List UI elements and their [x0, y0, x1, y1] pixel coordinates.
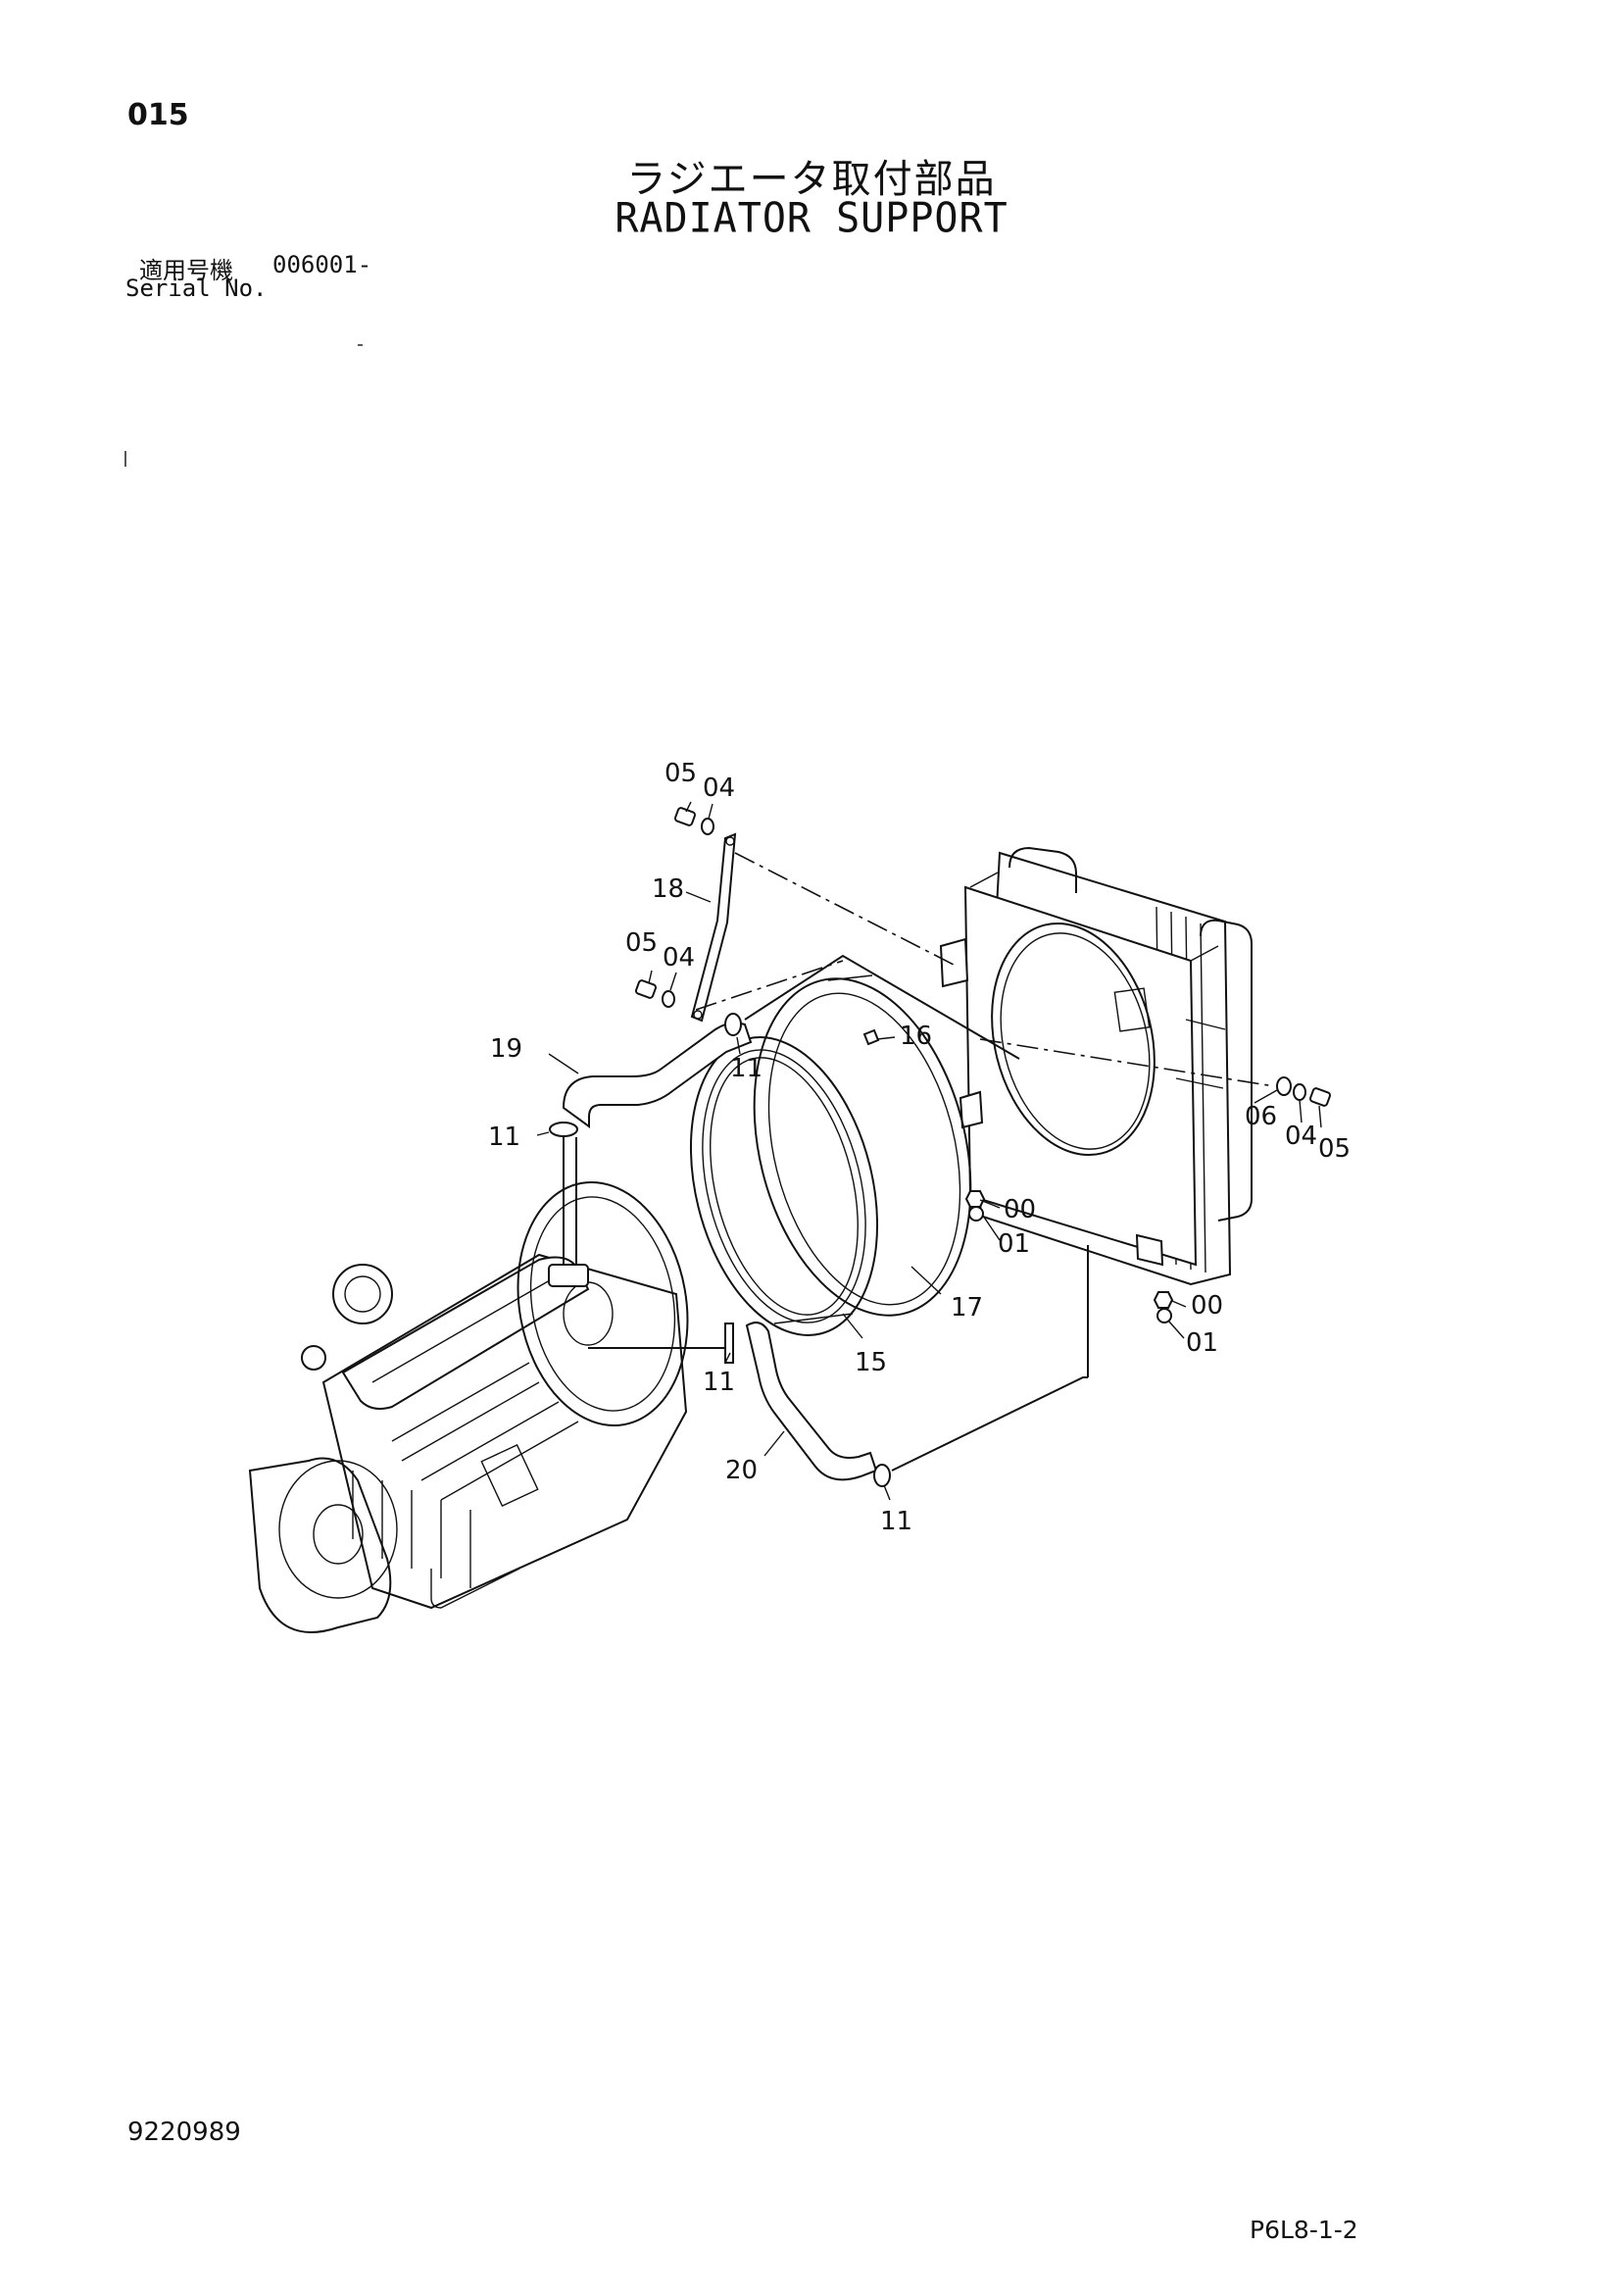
callout-17: 17	[951, 1293, 983, 1323]
callout-11: 11	[703, 1368, 735, 1397]
radiator-assembly	[939, 846, 1253, 1286]
page-number: 015	[127, 98, 189, 132]
callout-11: 11	[488, 1123, 520, 1152]
callout-05: 05	[664, 759, 697, 788]
callout-19: 19	[490, 1034, 522, 1064]
engine-assembly	[248, 1137, 689, 1633]
callout-11: 11	[880, 1507, 912, 1536]
serial-number-range: 006001-	[272, 251, 372, 278]
callout-05: 05	[1318, 1134, 1351, 1164]
serial-label-english: Serial No.	[125, 275, 268, 302]
page-title-english: RADIATOR SUPPORT	[615, 194, 1008, 243]
alignment-lines	[536, 801, 1322, 1501]
callout-05: 05	[625, 928, 658, 958]
upper-radiator-hose	[549, 1013, 753, 1137]
callout-04: 04	[1285, 1122, 1317, 1151]
lower-radiator-hose	[724, 1322, 891, 1487]
callout-00: 00	[1191, 1291, 1223, 1321]
figure-number: P6L8-1-2	[1250, 2216, 1358, 2244]
radiator-stay	[690, 832, 737, 1023]
callout-00: 00	[1004, 1195, 1036, 1224]
callout-15: 15	[855, 1348, 887, 1377]
callout-11: 11	[730, 1054, 762, 1083]
serial-label-japanese: 適用号機	[139, 257, 233, 284]
callout-16: 16	[900, 1022, 932, 1051]
callout-labels: 05 04 18 05 04 19 11 11 16 06 04 05 00 0…	[488, 759, 1351, 1536]
bolts-and-washers	[634, 807, 1332, 1323]
document-number: 9220989	[127, 2118, 241, 2147]
callout-04: 04	[703, 774, 735, 803]
callout-01: 01	[1186, 1328, 1218, 1358]
page-title-japanese: ラジエータ取付部品	[626, 157, 997, 202]
callout-04: 04	[663, 943, 695, 973]
callout-01: 01	[998, 1229, 1030, 1259]
callout-20: 20	[725, 1456, 758, 1485]
callout-06: 06	[1245, 1102, 1277, 1131]
callout-18: 18	[652, 874, 684, 904]
